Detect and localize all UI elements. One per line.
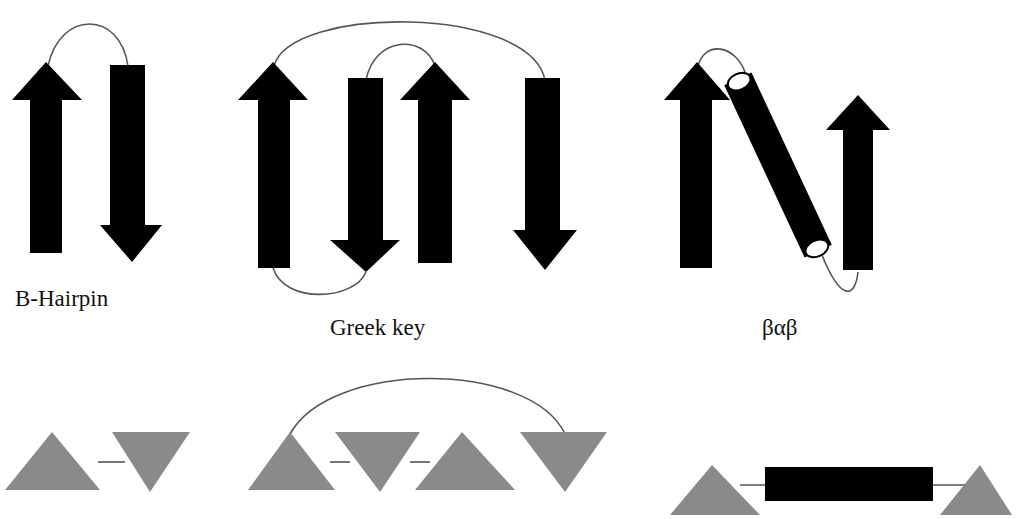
- motif-label: B-Hairpin: [15, 286, 108, 311]
- motif-label: Greek key: [330, 315, 425, 340]
- motif-label: βαβ: [762, 315, 797, 340]
- topology-triangles: [5, 432, 1012, 515]
- loop-lines: [48, 22, 990, 485]
- helix-bar: [765, 467, 933, 501]
- alpha-helix: [722, 68, 834, 262]
- beta-strands: [12, 62, 890, 272]
